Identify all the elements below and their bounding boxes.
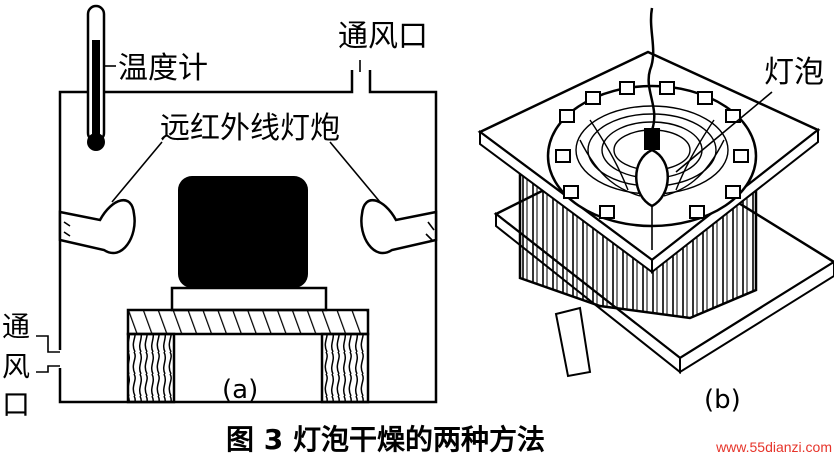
lamp-label: 远红外线灯炮 [160,111,340,146]
side-vent-char-2: 风 [2,350,30,383]
side-vent-char-3: 口 [2,388,30,421]
wooden-shelf [126,308,370,336]
right-lamp [360,198,438,255]
watermark: www.55dianzi.com [715,439,832,455]
lamp-leader-right [329,141,381,203]
side-vent-char-1: 通 [2,310,30,343]
left-lamp [58,198,136,255]
hanging-wire [647,7,656,131]
thermometer-label: 温度计 [118,51,208,86]
stator-teeth [555,81,749,219]
panel-b-stator: 灯泡 (b) [477,7,834,415]
panel-a-oven: 温度计 通风口 远红外线灯炮 通 风 口 (a) [2,4,438,421]
side-vent-bracket [36,335,60,353]
shelf-leg-right [320,332,370,404]
bulb [635,128,669,250]
lamp-leader-left [111,141,163,203]
bulb-leader [675,91,773,173]
side-vent-bracket-lower [36,365,60,373]
shelf-leg-left [126,332,176,404]
vent-top-label: 通风口 [338,19,428,54]
panel-a-label: (a) [222,375,258,405]
bulb-label: 灯泡 [764,55,824,90]
thermometer [86,4,106,151]
figure-caption: 图 3 灯泡干燥的两种方法 [226,423,545,456]
coil-block [170,176,328,312]
panel-b-label: (b) [704,385,741,415]
oven-wall-top-right [58,70,438,404]
